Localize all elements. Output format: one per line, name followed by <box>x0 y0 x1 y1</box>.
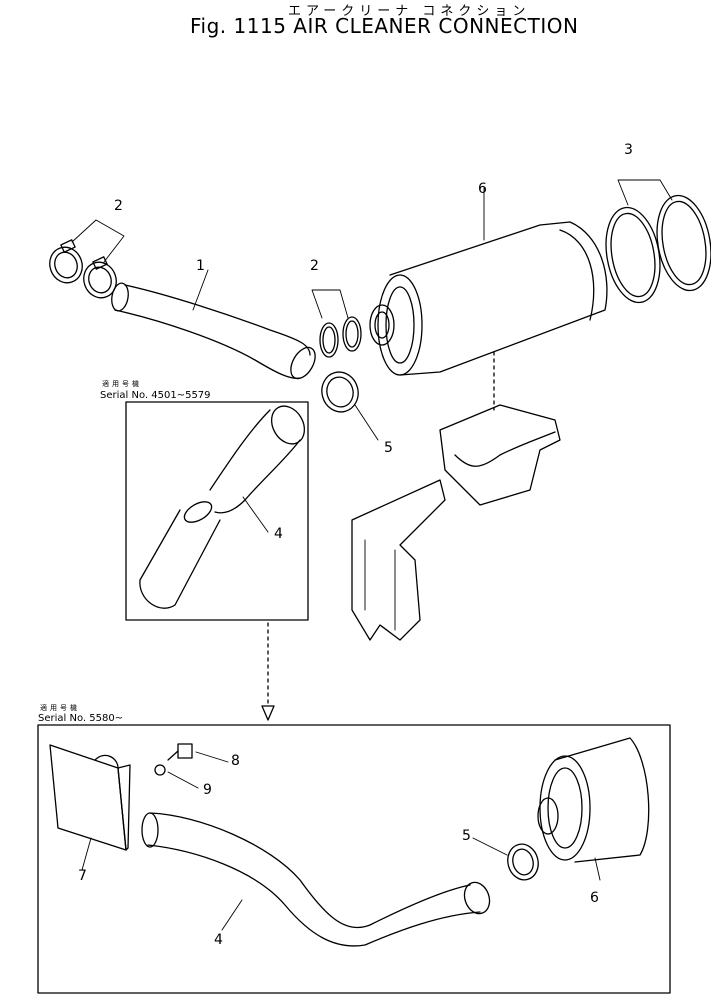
band-clamp-pair <box>605 179 711 304</box>
figure-title: Fig. 1115 AIR CLEANER CONNECTION <box>190 14 579 38</box>
lower-hose <box>141 812 491 947</box>
callout-2-center: 2 <box>310 258 319 274</box>
lower-hose-clamp <box>472 837 539 881</box>
lower-inset-applicability-label: 適用号機 <box>40 704 80 712</box>
callout-4-upper: 4 <box>274 526 283 542</box>
callout-9: 9 <box>203 782 212 798</box>
callout-2-left: 2 <box>114 198 123 214</box>
bolt-and-washer <box>154 743 229 789</box>
callout-3: 3 <box>624 142 633 158</box>
air-cleaner-body <box>369 187 608 411</box>
upper-inset-hose <box>139 405 306 609</box>
callout-6-lower: 6 <box>590 890 599 906</box>
callout-8: 8 <box>231 753 240 769</box>
callout-6-upper: 6 <box>478 181 487 197</box>
mounting-bracket <box>351 404 561 641</box>
down-arrow <box>261 622 275 721</box>
hose-clamp-pair-left <box>49 219 125 299</box>
upper-inset-serial-label: Serial No. 4501~5579 <box>100 390 211 401</box>
lower-inset-frame <box>37 724 671 994</box>
callout-5-lower: 5 <box>462 828 471 844</box>
callout-1: 1 <box>196 258 205 274</box>
cover-plate <box>49 744 131 871</box>
lower-air-cleaner <box>537 737 650 881</box>
title-japanese: エアークリーナ コネクション <box>288 4 531 19</box>
hose-clamp-pair-center <box>311 289 362 358</box>
upper-inset-frame <box>125 401 309 621</box>
callout-5-upper: 5 <box>384 440 393 456</box>
lower-inset-serial-label: Serial No. 5580~ <box>38 713 124 724</box>
callout-7: 7 <box>78 868 87 884</box>
upper-inset-applicability-label: 適用号機 <box>102 380 142 388</box>
intake-hose <box>111 269 316 380</box>
hose-clamp-5 <box>321 371 379 441</box>
callout-4-lower: 4 <box>214 932 223 948</box>
